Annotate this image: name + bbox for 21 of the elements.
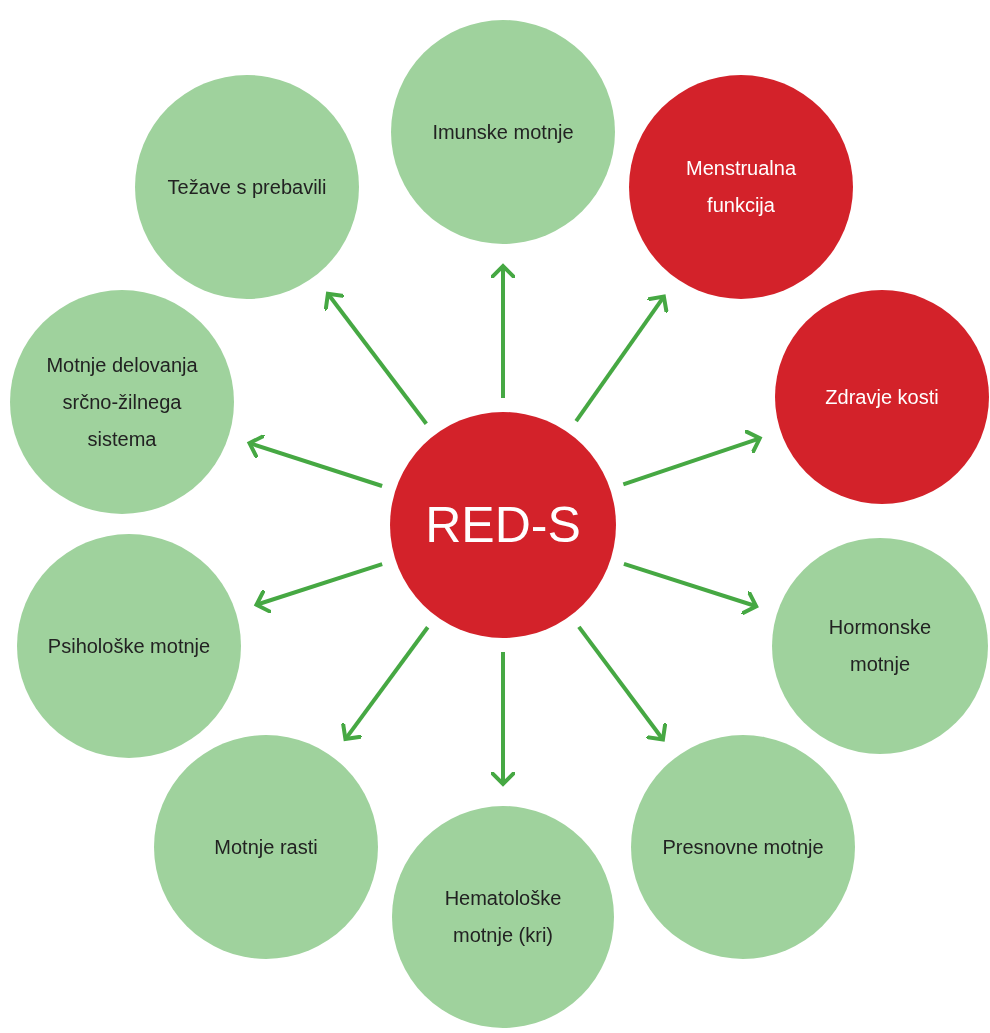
arrow [341, 626, 430, 742]
effect-label: Motnje rasti [214, 834, 318, 860]
arrow [490, 264, 516, 398]
arrow [490, 652, 516, 786]
effect-label: Hematološke motnje (kri) [443, 886, 563, 948]
effect-label: Presnovne motnje [662, 834, 824, 860]
arrow [577, 625, 668, 742]
arrow [254, 562, 383, 614]
arrow [323, 291, 428, 425]
effect-label: Imunske motnje [432, 119, 574, 145]
effect-label: Menstrualna funkcija [684, 156, 798, 218]
hub-label: RED-S [425, 500, 581, 550]
arrow [247, 434, 383, 488]
effect-label: Psihološke motnje [47, 633, 211, 659]
arrow [574, 294, 669, 423]
arrow [622, 429, 762, 487]
effect-label: Hormonske motnje [827, 615, 933, 677]
arrow [623, 561, 759, 616]
effect-label: Motnje delovanja srčno-žilnega sistema [45, 352, 199, 452]
effect-label: Zdravje kosti [825, 384, 939, 410]
effect-label: Težave s prebavili [167, 174, 327, 200]
